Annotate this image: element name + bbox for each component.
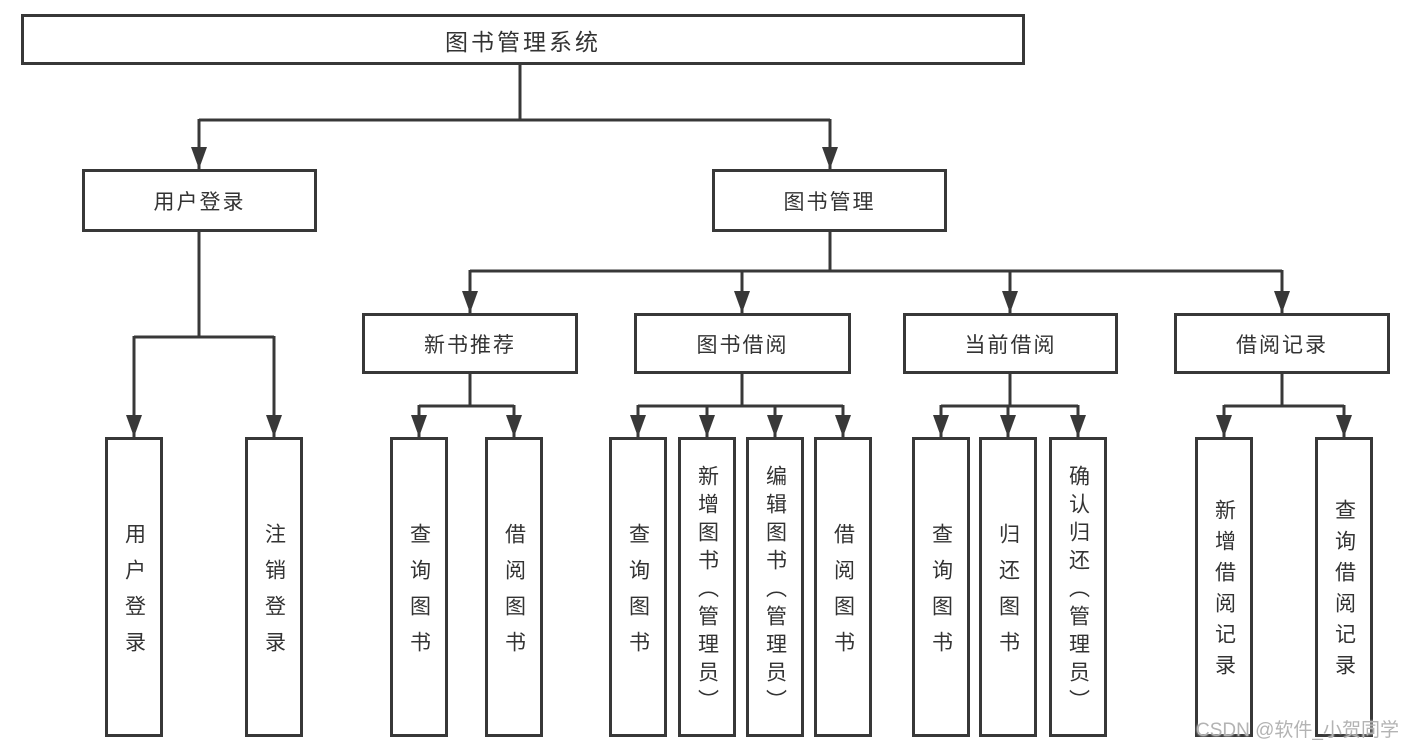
node-book-borrow-label: 图书借阅 <box>696 333 789 357</box>
leaf-logout-login-label: 注销登录 <box>262 522 286 667</box>
node-book-management-label: 图书管理 <box>783 190 876 214</box>
leaf-borrow-book-borrow-label: 借阅图书 <box>831 522 855 667</box>
leaf-borrow-book-recommend: 借阅图书 <box>485 437 543 737</box>
leaf-query-book-borrow: 查询图书 <box>609 437 667 737</box>
leaf-query-book-current-label: 查询图书 <box>929 522 953 667</box>
node-borrow-records-label: 借阅记录 <box>1236 333 1328 357</box>
leaf-edit-book-admin: 编辑图书（管理员） <box>746 437 804 737</box>
node-root: 图书管理系统 <box>21 14 1025 65</box>
leaf-add-book-admin-label: 新增图书（管理员） <box>695 464 719 717</box>
leaf-user-login-label: 用户登录 <box>122 522 146 667</box>
leaf-confirm-return-admin: 确认归还（管理员） <box>1049 437 1107 737</box>
leaf-query-book-borrow-label: 查询图书 <box>626 522 650 667</box>
leaf-add-borrow-record: 新增借阅记录 <box>1195 437 1253 737</box>
leaf-borrow-book-recommend-label: 借阅图书 <box>502 522 526 667</box>
leaf-borrow-book-borrow: 借阅图书 <box>814 437 872 737</box>
node-user-login-label: 用户登录 <box>153 190 246 214</box>
leaf-query-borrow-record-label: 查询借阅记录 <box>1332 499 1356 685</box>
leaf-query-borrow-record: 查询借阅记录 <box>1315 437 1373 737</box>
leaf-user-login: 用户登录 <box>105 437 163 737</box>
leaf-return-book: 归还图书 <box>979 437 1037 737</box>
node-book-management: 图书管理 <box>712 169 947 232</box>
node-book-borrow: 图书借阅 <box>634 313 851 374</box>
node-new-book-recommend-label: 新书推荐 <box>424 333 516 357</box>
leaf-return-book-label: 归还图书 <box>996 522 1020 667</box>
node-current-borrow: 当前借阅 <box>903 313 1118 374</box>
node-borrow-records: 借阅记录 <box>1174 313 1390 374</box>
leaf-confirm-return-admin-label: 确认归还（管理员） <box>1066 464 1090 717</box>
watermark-text: CSDN @软件_小贺同学 <box>1196 720 1399 741</box>
leaf-query-book-recommend: 查询图书 <box>390 437 448 737</box>
node-new-book-recommend: 新书推荐 <box>362 313 578 374</box>
leaf-query-book-recommend-label: 查询图书 <box>407 522 431 667</box>
leaf-query-book-current: 查询图书 <box>912 437 970 737</box>
leaf-logout-login: 注销登录 <box>245 437 303 737</box>
node-current-borrow-label: 当前借阅 <box>964 333 1057 357</box>
leaf-add-borrow-record-label: 新增借阅记录 <box>1212 499 1236 685</box>
node-root-label: 图书管理系统 <box>445 28 601 55</box>
leaf-edit-book-admin-label: 编辑图书（管理员） <box>763 464 787 717</box>
leaf-add-book-admin: 新增图书（管理员） <box>678 437 736 737</box>
node-user-login: 用户登录 <box>82 169 317 232</box>
